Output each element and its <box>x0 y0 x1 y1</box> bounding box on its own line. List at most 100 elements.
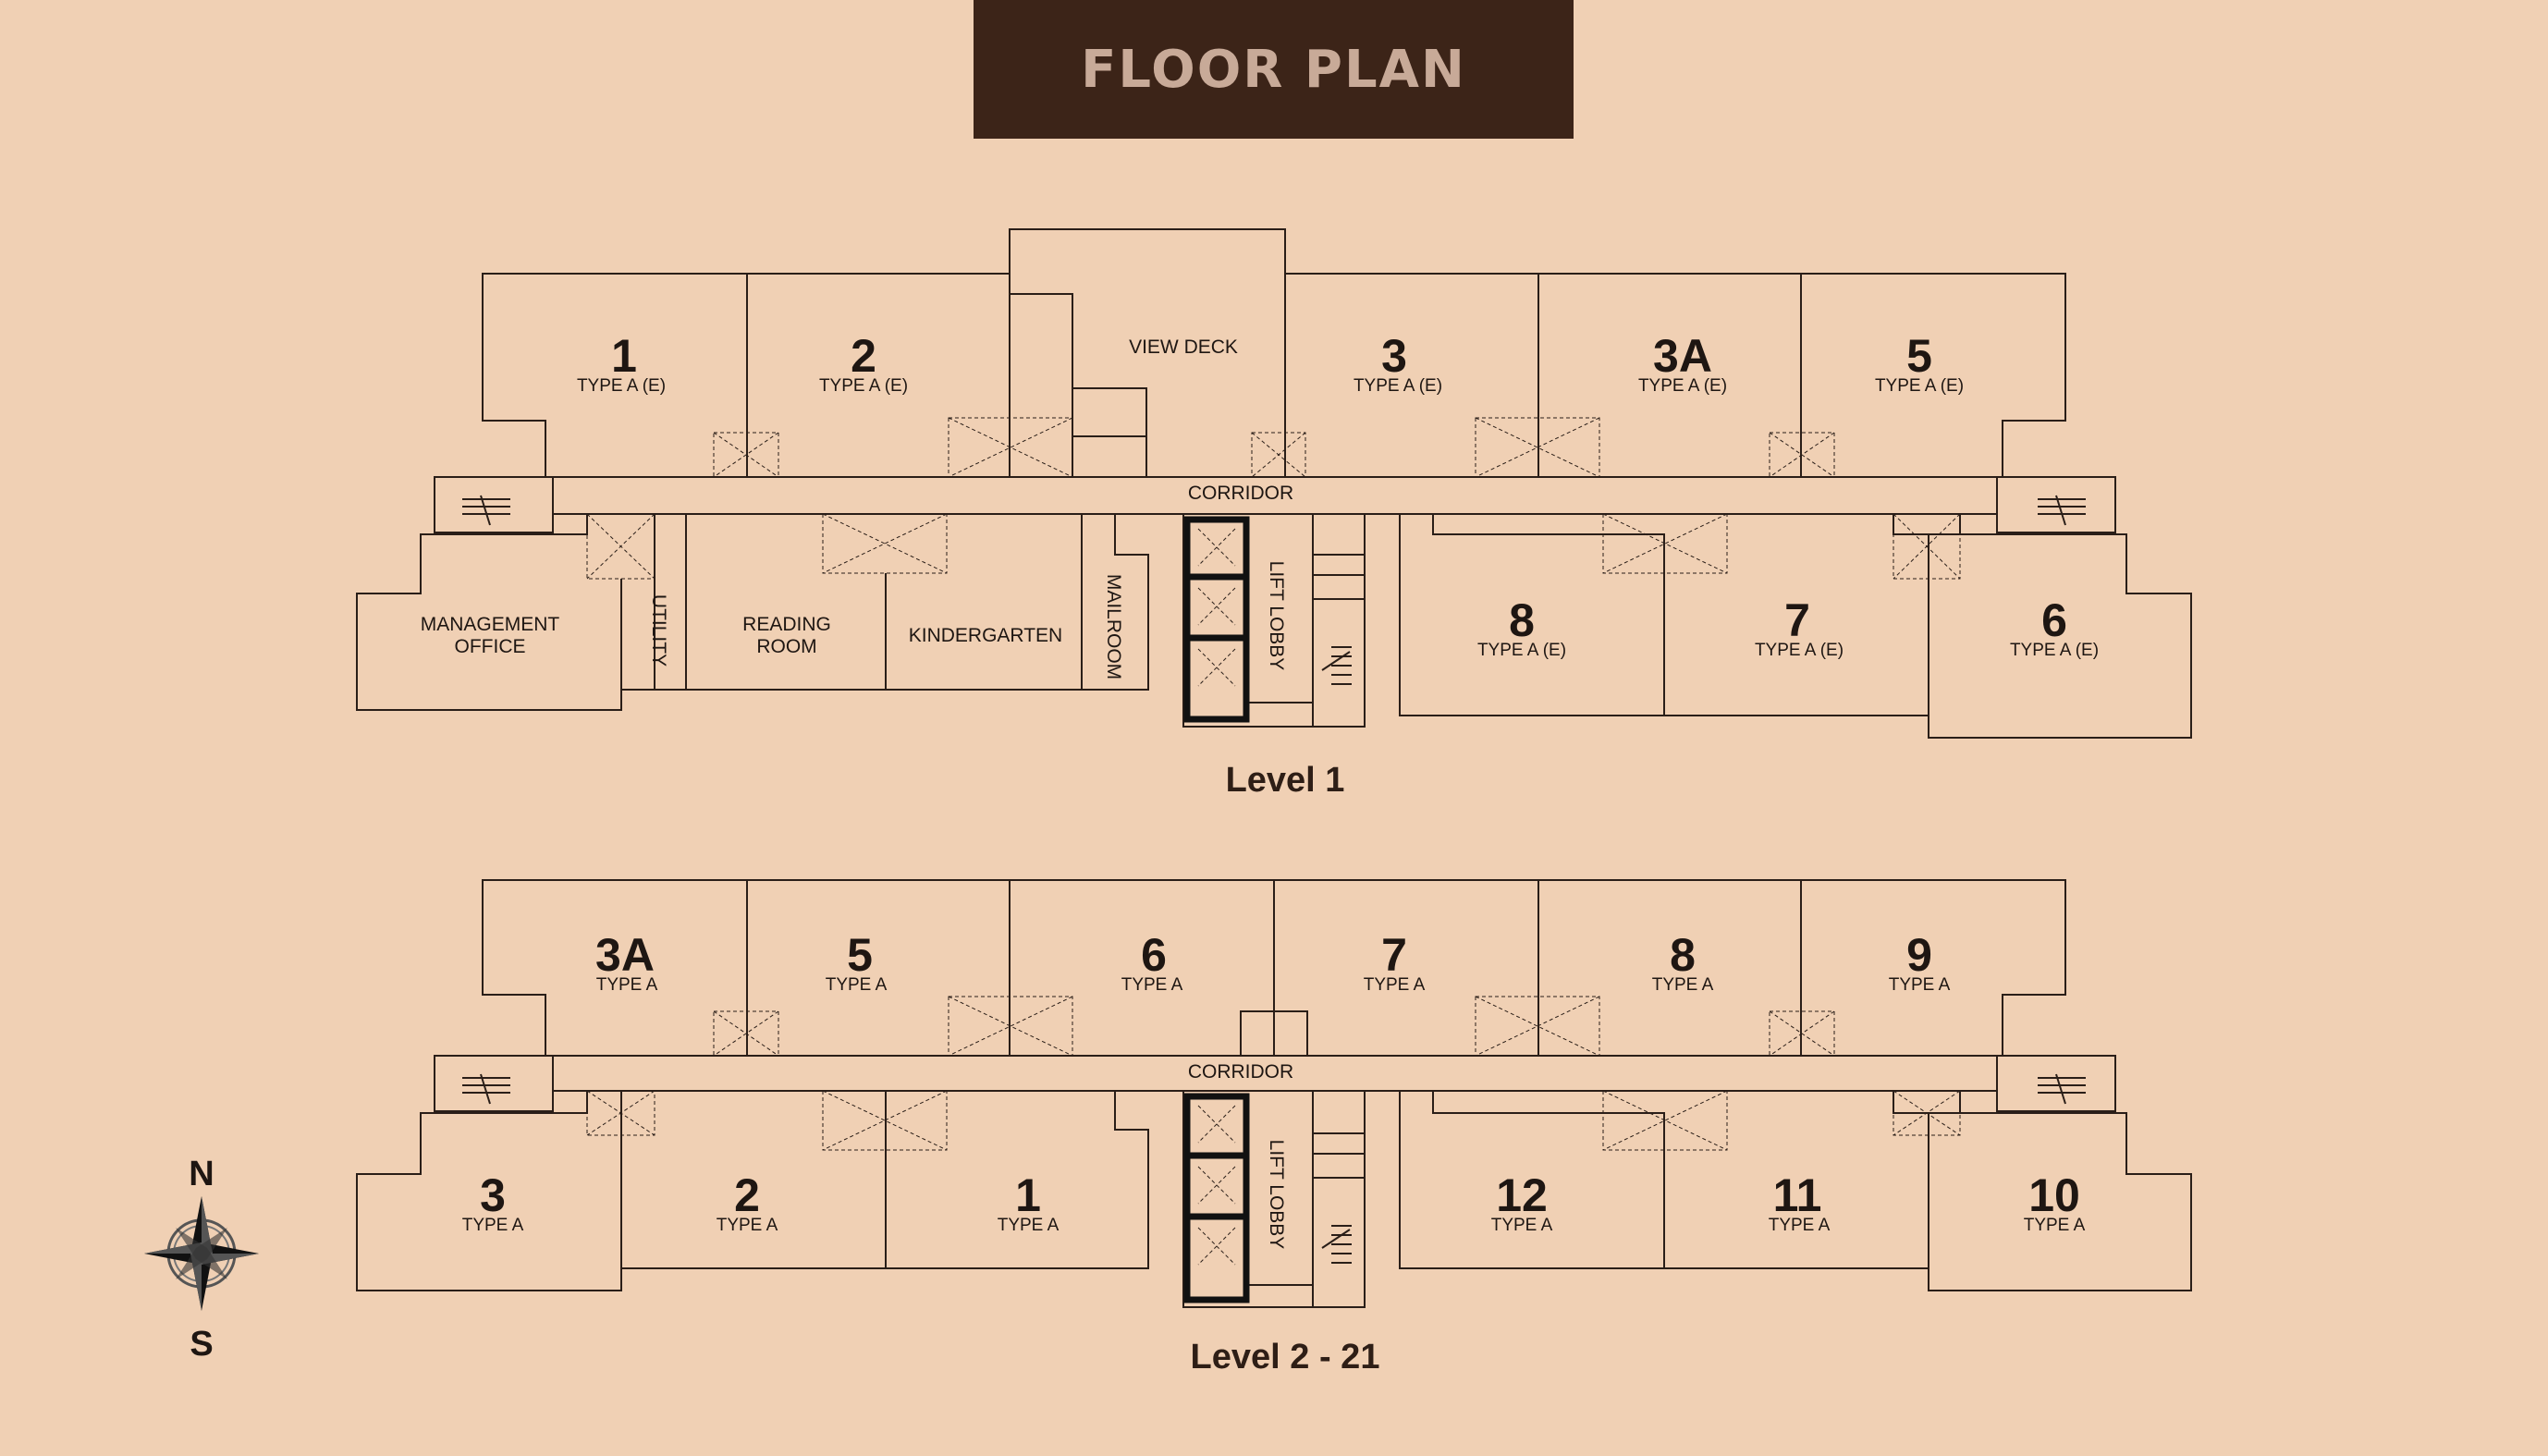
unit-type: TYPE A (E) <box>1354 376 1442 396</box>
shaft-hatch <box>1251 432 1306 478</box>
stair-treads <box>2038 495 2086 526</box>
level-label: Level 1 <box>1226 761 1345 800</box>
unit-type: TYPE A <box>1491 1216 1553 1235</box>
unit-number: 3A <box>595 929 655 981</box>
core-stair <box>1321 1225 1352 1264</box>
room-label: ROOM <box>756 636 816 657</box>
unit-type: TYPE A <box>1364 975 1426 995</box>
unit-outline <box>1928 514 2192 739</box>
unit-type: TYPE A <box>1121 975 1183 995</box>
unit-outline <box>886 1090 1149 1269</box>
unit-outline <box>1800 879 2066 1057</box>
unit-outline <box>1800 273 2066 478</box>
room-label: UTILITY <box>648 594 669 667</box>
level-1-plan: 1 TYPE A (E) 2 TYPE A (E) VIEW DECK 3 TY… <box>356 228 2192 800</box>
shaft-hatch <box>1769 1010 1835 1057</box>
shaft-hatch <box>1893 1090 1961 1136</box>
room-label: VIEW DECK <box>1129 336 1238 358</box>
shaft-hatch <box>586 1090 655 1136</box>
unit-number: 1 <box>611 330 637 382</box>
management-office-outline <box>356 513 655 711</box>
shaft-hatch <box>822 1090 948 1151</box>
unit-outline <box>621 1090 887 1269</box>
shaft-hatch <box>1602 1090 1728 1151</box>
room-label: MANAGEMENT <box>421 614 560 635</box>
rooms-outline <box>685 514 1083 691</box>
shaft-hatch <box>1893 513 1961 580</box>
unit-number: 1 <box>1015 1169 1041 1221</box>
unit-type: TYPE A <box>462 1216 524 1235</box>
room-label: KINDERGARTEN <box>909 625 1062 646</box>
unit-type: TYPE A <box>1889 975 1951 995</box>
unit-number: 3A <box>1653 330 1712 382</box>
unit-type: TYPE A <box>717 1216 778 1235</box>
unit-number: 2 <box>734 1169 760 1221</box>
unit-type: TYPE A <box>2024 1216 2086 1235</box>
unit-outline <box>746 879 1011 1057</box>
unit-number: 7 <box>1784 594 1810 646</box>
unit-number: 12 <box>1496 1169 1548 1221</box>
level-label: Level 2 - 21 <box>1191 1338 1380 1376</box>
stair-right <box>1996 1055 2116 1112</box>
unit-type: TYPE A (E) <box>819 376 908 396</box>
core-lines <box>1248 514 1365 727</box>
unit-outline <box>1928 1112 2192 1291</box>
corridor-label: CORRIDOR <box>1188 483 1293 504</box>
lift-cars <box>1183 516 1250 723</box>
unit-number: 10 <box>2028 1169 2080 1221</box>
lift-lobby-label: LIFT LOBBY <box>1266 561 1287 671</box>
corridor-label: CORRIDOR <box>1188 1061 1293 1083</box>
unit-number: 2 <box>851 330 876 382</box>
unit-number: 9 <box>1906 929 1932 981</box>
unit-type: TYPE A (E) <box>1477 641 1566 660</box>
unit-type: TYPE A <box>1652 975 1714 995</box>
shaft-hatch <box>822 513 948 574</box>
lift-hatch <box>1197 1105 1236 1266</box>
lift-hatch <box>1197 528 1236 687</box>
room-label: READING <box>742 614 831 635</box>
unit-number: 6 <box>2041 594 2067 646</box>
unit-number: 5 <box>847 929 873 981</box>
unit-number: 7 <box>1381 929 1407 981</box>
unit-number: 8 <box>1670 929 1696 981</box>
shaft-hatch <box>948 417 1073 478</box>
unit-type: TYPE A <box>998 1216 1060 1235</box>
room-label: MAILROOM <box>1103 574 1124 679</box>
unit-type: TYPE A (E) <box>1638 376 1727 396</box>
shaft-hatch <box>713 1010 779 1057</box>
shaft-hatch <box>948 996 1073 1057</box>
mailroom-outline <box>1082 513 1149 691</box>
stair-treads <box>462 495 510 526</box>
compass-south: S <box>190 1325 213 1364</box>
unit-type: TYPE A <box>826 975 888 995</box>
stair-right <box>1996 476 2116 533</box>
core-stair <box>1321 646 1352 685</box>
unit-number: 3 <box>1381 330 1407 382</box>
unit-number: 8 <box>1509 594 1535 646</box>
corridor-edge <box>1433 1090 1961 1113</box>
wall-line <box>1072 387 1147 477</box>
page-title: FLOOR PLAN <box>1081 39 1466 100</box>
compass-rose-icon: N S <box>144 1155 259 1364</box>
title-banner: FLOOR PLAN <box>974 0 1574 139</box>
unit-outline <box>746 273 1011 478</box>
shaft-hatch <box>1602 513 1728 574</box>
unit-outline <box>1284 273 1539 478</box>
stair-treads <box>462 1073 510 1105</box>
unit-type: TYPE A (E) <box>2010 641 2099 660</box>
unit-type: TYPE A (E) <box>1875 376 1964 396</box>
stair-treads <box>2038 1073 2086 1105</box>
lift-core-outline <box>1182 1090 1366 1308</box>
unit-type: TYPE A <box>1769 1216 1831 1235</box>
corridor-edge <box>1432 513 1960 534</box>
shaft-hatch <box>1769 432 1835 478</box>
shaft-hatch <box>1475 996 1600 1057</box>
unit-number: 6 <box>1141 929 1167 981</box>
shaft-hatch <box>586 513 655 580</box>
unit-type: TYPE A (E) <box>1755 641 1844 660</box>
unit-number: 3 <box>480 1169 506 1221</box>
stair-left <box>434 1055 554 1112</box>
room-label: OFFICE <box>455 636 526 657</box>
stair-left <box>434 476 554 533</box>
unit-outline <box>356 1090 622 1291</box>
